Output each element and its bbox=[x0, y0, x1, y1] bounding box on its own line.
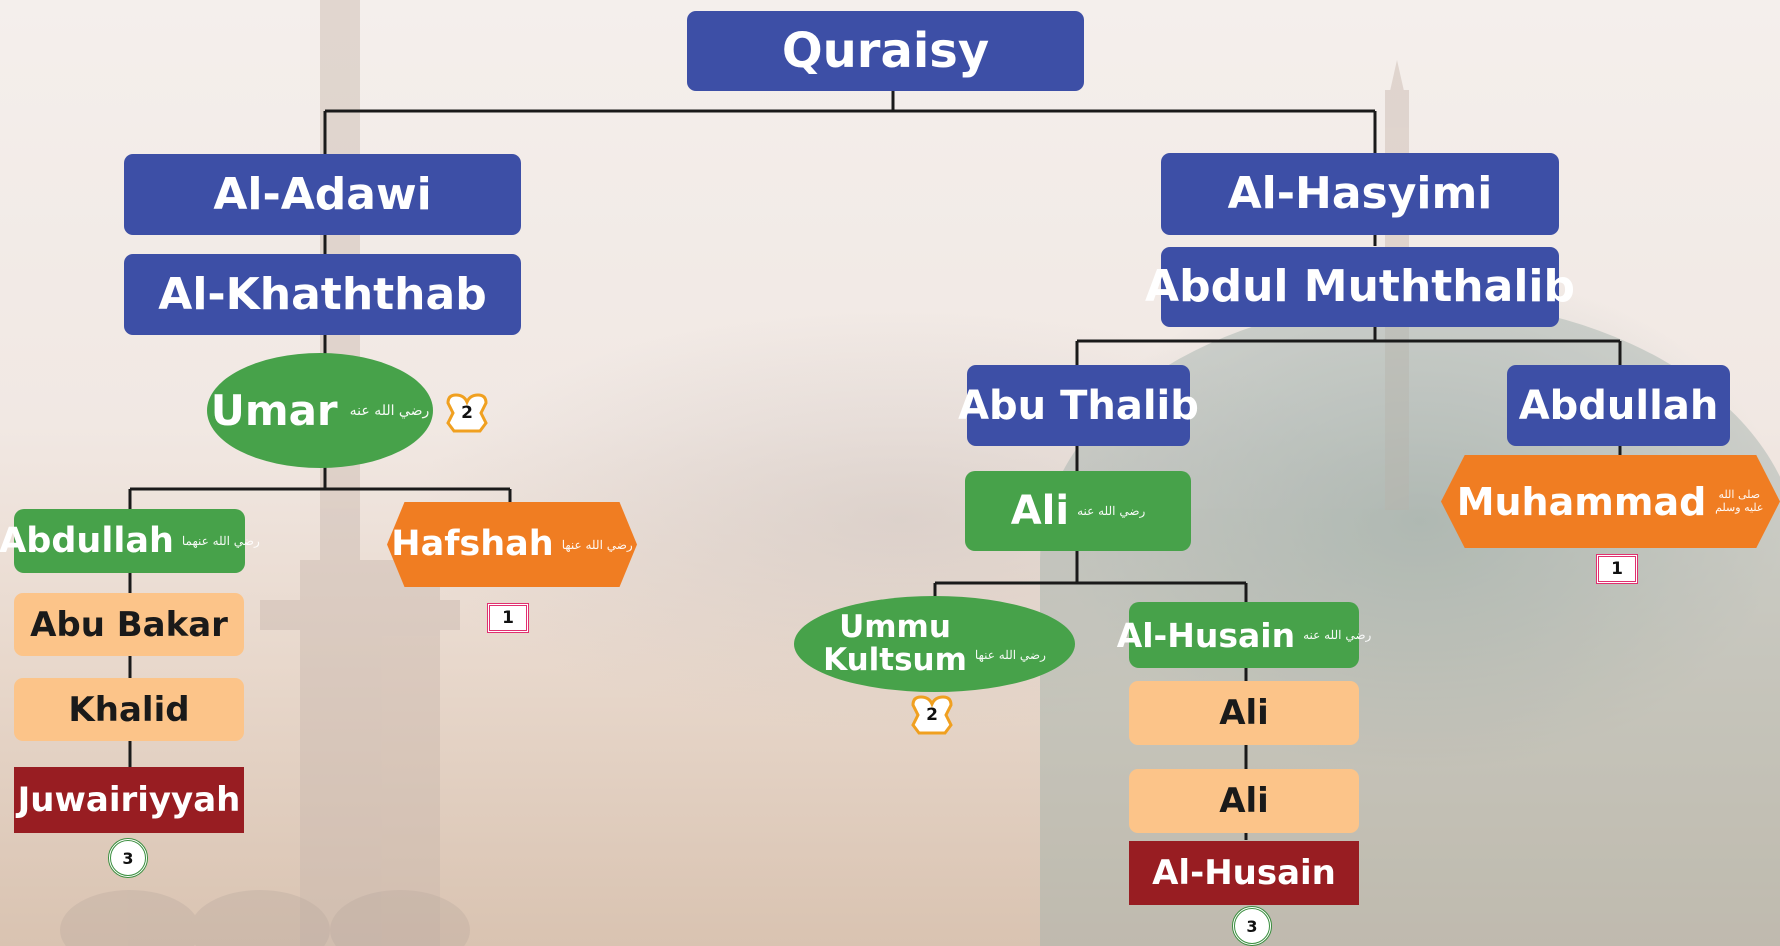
node-ali: Ali رضي الله عنه bbox=[965, 471, 1191, 551]
node-label: Al-Husain bbox=[1116, 615, 1296, 655]
honorific: رضي الله عنها bbox=[974, 648, 1046, 662]
node-label: Ali bbox=[1219, 693, 1269, 733]
node-al-adawi: Al-Adawi bbox=[124, 154, 521, 235]
node-label: Umar bbox=[210, 385, 338, 435]
node-ali-2: Ali bbox=[1129, 769, 1359, 833]
badge-shape-icon bbox=[446, 393, 488, 433]
honorific: رضي الله عنه bbox=[349, 402, 430, 419]
node-label: Abu Bakar bbox=[30, 604, 228, 645]
node-al-husain-end: Al-Husain bbox=[1129, 841, 1359, 905]
node-al-hasyimi: Al-Hasyimi bbox=[1161, 153, 1559, 235]
node-abdullah-ibn-umar: Abdullah رضي الله عنهما bbox=[0, 509, 260, 573]
node-label: Abdullah bbox=[1518, 382, 1719, 429]
node-label: Hafshah bbox=[391, 524, 554, 564]
node-abdullah-father-of-muhammad: Abdullah bbox=[1507, 365, 1730, 446]
node-label: Juwairiyyah bbox=[17, 780, 241, 820]
node-label: Al-Hasyimi bbox=[1227, 168, 1493, 219]
honorific: رضي الله عنه bbox=[1303, 628, 1372, 642]
badge-3-juwairiyyah: 3 bbox=[108, 838, 148, 878]
node-al-husain: Al-Husain رضي الله عنه bbox=[1117, 602, 1371, 668]
node-label: Ummu Kultsum bbox=[823, 609, 967, 678]
node-label: Al-Husain bbox=[1152, 853, 1336, 893]
node-label: Quraisy bbox=[781, 23, 990, 79]
node-label: Al-Khaththab bbox=[158, 268, 487, 320]
node-abu-bakar: Abu Bakar bbox=[14, 593, 244, 656]
badge-2-umar: 2 bbox=[444, 393, 490, 433]
node-abu-thalib: Abu Thalib bbox=[958, 365, 1199, 446]
node-label: Abdullah bbox=[0, 520, 174, 561]
badge-2-ummu-kultsum: 2 bbox=[909, 695, 955, 735]
honorific: رضي الله عنها bbox=[561, 537, 633, 552]
badge-shape-icon bbox=[911, 695, 953, 735]
honorific: رضي الله عنه bbox=[1077, 504, 1146, 518]
node-label: Ali bbox=[1010, 488, 1070, 534]
honorific: رضي الله عنهما bbox=[181, 534, 260, 548]
node-label: Ali bbox=[1219, 781, 1269, 821]
node-ummu-kultsum: Ummu Kultsum رضي الله عنها bbox=[794, 596, 1075, 692]
honorific: صلى الله عليه وسلم bbox=[1715, 488, 1764, 514]
node-khalid: Khalid bbox=[14, 678, 244, 741]
node-label: Al-Adawi bbox=[213, 168, 432, 220]
node-label: Muhammad bbox=[1456, 479, 1707, 524]
node-al-khaththab: Al-Khaththab bbox=[124, 254, 521, 335]
node-ali-1: Ali bbox=[1129, 681, 1359, 745]
node-label: Khalid bbox=[68, 689, 190, 730]
node-hafshah: Hafshah رضي الله عنها bbox=[387, 502, 637, 587]
node-umar: Umar رضي الله عنه bbox=[207, 353, 433, 468]
badge-3-al-husain: 3 bbox=[1232, 906, 1272, 946]
node-quraisy: Quraisy bbox=[687, 11, 1084, 91]
node-muhammad: Muhammad صلى الله عليه وسلم bbox=[1441, 455, 1780, 548]
node-juwairiyyah: Juwairiyyah bbox=[14, 767, 244, 833]
node-label: Abu Thalib bbox=[958, 382, 1199, 429]
badge-1-hafshah: 1 bbox=[487, 603, 529, 633]
badge-1-muhammad: 1 bbox=[1596, 554, 1638, 584]
node-label: Abdul Muththalib bbox=[1145, 261, 1575, 312]
node-abdul-muththalib: Abdul Muththalib bbox=[1145, 247, 1575, 327]
